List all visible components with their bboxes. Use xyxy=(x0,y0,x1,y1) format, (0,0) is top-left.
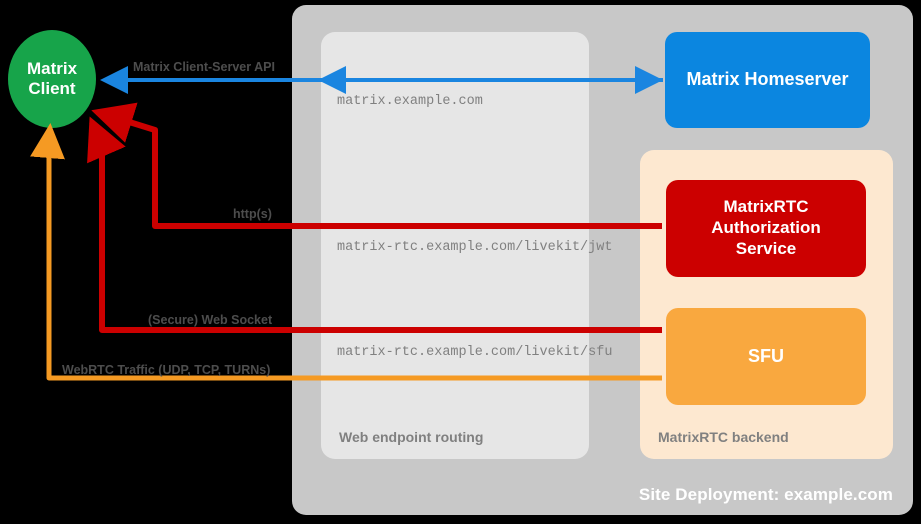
wire-label-webrtc-traffic: WebRTC Traffic (UDP, TCP, TURNs) xyxy=(62,363,271,377)
site-deployment-label: Site Deployment: example.com xyxy=(638,485,893,504)
node-auth-service-line3: Service xyxy=(735,238,797,258)
matrixrtc-backend-label: MatrixRTC backend xyxy=(658,429,789,445)
node-matrix-client-label: Matrix Client xyxy=(27,59,77,100)
node-matrix-client-line1: Matrix xyxy=(26,58,78,78)
node-auth-service-line1: MatrixRTC xyxy=(723,197,809,217)
node-matrix-client: Matrix Client xyxy=(8,30,96,128)
endpoint-livekit-jwt: matrix-rtc.example.com/livekit/jwt xyxy=(337,240,613,255)
endpoint-livekit-sfu: matrix-rtc.example.com/livekit/sfu xyxy=(337,345,613,360)
node-sfu-label: SFU xyxy=(748,345,784,366)
web-endpoint-routing-panel: matrix.example.com matrix-rtc.example.co… xyxy=(321,32,612,459)
web-endpoint-routing-label: Web endpoint routing xyxy=(339,429,484,445)
node-auth-service-label: MatrixRTC Authorization Service xyxy=(711,197,821,259)
node-matrixrtc-authorization-service: MatrixRTC Authorization Service xyxy=(666,180,866,277)
node-matrix-homeserver-label: Matrix Homeserver xyxy=(686,69,849,90)
node-sfu: SFU xyxy=(666,308,866,405)
wire-label-https: http(s) xyxy=(233,207,272,221)
wire-label-secure-web-socket: (Secure) Web Socket xyxy=(148,313,273,327)
endpoint-matrix-example-com: matrix.example.com xyxy=(337,94,483,109)
node-matrix-client-line2: Client xyxy=(28,79,76,98)
wire-label-matrix-client-server-api: Matrix Client-Server API xyxy=(133,60,275,74)
node-auth-service-line2: Authorization xyxy=(711,218,821,238)
node-matrix-homeserver: Matrix Homeserver xyxy=(665,32,870,128)
